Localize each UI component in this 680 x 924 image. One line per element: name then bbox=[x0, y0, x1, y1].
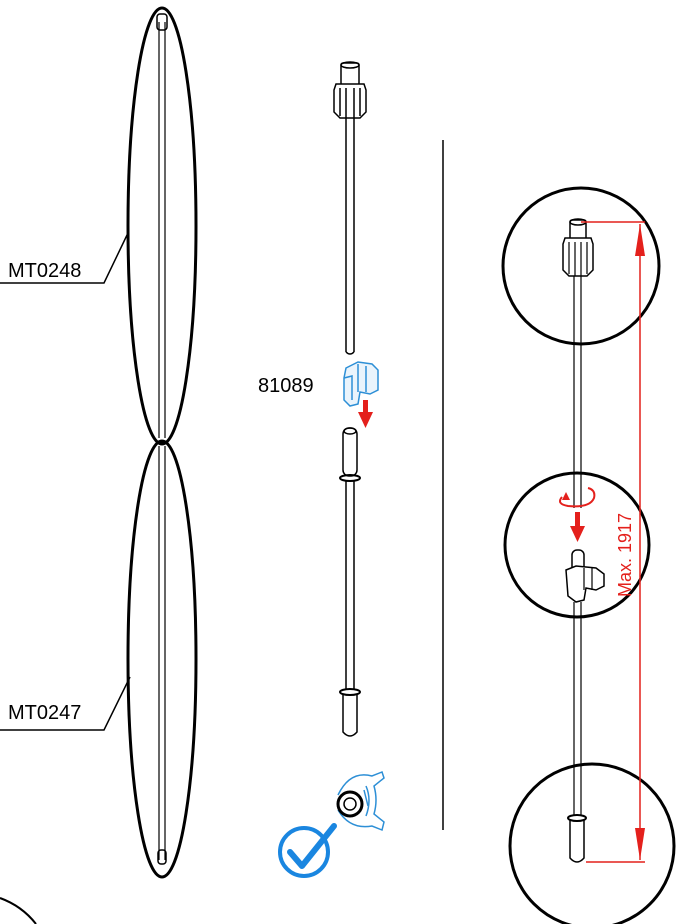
arrow-down-icon-right bbox=[570, 512, 585, 542]
lower-pole-label: MT0247 bbox=[8, 702, 81, 724]
clip-center-icon bbox=[336, 790, 364, 818]
clip-part-icon bbox=[343, 361, 379, 407]
upper-pole-leader bbox=[0, 232, 129, 284]
upper-pole-label: MT0248 bbox=[8, 260, 81, 282]
lower-pole-leader bbox=[0, 676, 131, 731]
corner-arc bbox=[0, 897, 37, 924]
clip-detail-icon bbox=[337, 771, 385, 832]
arrow-down-icon bbox=[358, 400, 373, 428]
exploded-assembly bbox=[333, 61, 367, 737]
assembled-pole bbox=[501, 186, 676, 924]
clip-part-label: 81089 bbox=[258, 375, 314, 397]
dimension-label: Max. 1917 bbox=[615, 513, 635, 597]
detail-circle-middle bbox=[503, 471, 651, 619]
rotate-arrow-icon bbox=[559, 487, 596, 508]
lower-pole-outline bbox=[126, 439, 198, 879]
detail-circle-bottom bbox=[508, 762, 676, 924]
dimension-line bbox=[581, 221, 645, 863]
upper-pole-outline bbox=[126, 6, 198, 446]
left-pole-overview bbox=[0, 6, 198, 879]
checkmark-icon bbox=[278, 823, 337, 878]
